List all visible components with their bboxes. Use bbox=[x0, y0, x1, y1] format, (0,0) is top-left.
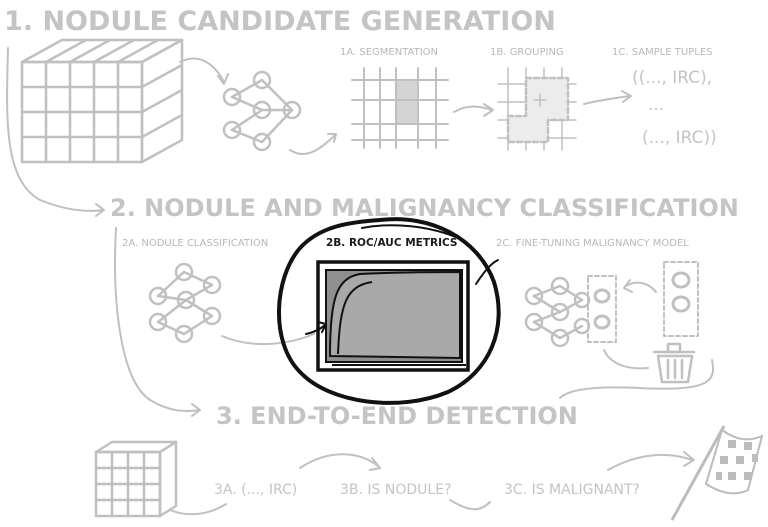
arrow-seg-to-group bbox=[453, 103, 494, 117]
neural-network-icon bbox=[148, 262, 222, 344]
focus-circle bbox=[277, 217, 501, 405]
neural-network-icon bbox=[524, 276, 591, 348]
focus-circle-inner-arc bbox=[361, 224, 459, 239]
ct-volume-cube-icon bbox=[94, 440, 178, 518]
step-3a-label: 3A. (..., IRC) bbox=[214, 482, 297, 498]
model-head-icon bbox=[587, 261, 699, 343]
arrow-3a-to-3b bbox=[299, 453, 381, 471]
arrow-3c-to-flag bbox=[607, 451, 695, 471]
arrow-3b-to-3c bbox=[449, 499, 491, 511]
step-1a-label: 1A. SEGMENTATION bbox=[340, 47, 438, 58]
step-2a-label: 2A. NODULE CLASSIFICATION bbox=[122, 238, 268, 249]
arrow-chart-to-2c bbox=[475, 259, 499, 285]
arrow-into-chart bbox=[305, 321, 327, 335]
checkered-flag-icon bbox=[670, 425, 764, 521]
trash-can-icon bbox=[652, 342, 696, 384]
arrow-network-to-segmentation bbox=[289, 133, 337, 155]
grouping-grid-icon bbox=[497, 67, 577, 151]
step-3c-label: 3C. IS MALIGNANT? bbox=[504, 482, 640, 498]
step-1c-label: 1C. SAMPLE TUPLES bbox=[612, 47, 713, 58]
arrow-group-to-tuples bbox=[583, 90, 632, 105]
step-3b-label: 3B. IS NODULE? bbox=[340, 482, 451, 498]
segmentation-grid-icon bbox=[351, 67, 449, 149]
arrow-2a-to-2b bbox=[221, 333, 315, 345]
step-2b-label: 2B. ROC/AUC METRICS bbox=[326, 237, 457, 249]
tuple-first: ((..., IRC), bbox=[632, 68, 712, 88]
roc-chart-icon bbox=[316, 260, 470, 372]
arrow-s2-to-s3 bbox=[114, 227, 201, 417]
tuple-dots: ... bbox=[648, 95, 664, 115]
section-3-title: 3. END-TO-END DETECTION bbox=[216, 402, 578, 430]
section-1-title: 1. NODULE CANDIDATE GENERATION bbox=[4, 6, 556, 37]
arrow-2c-to-3 bbox=[559, 359, 715, 399]
arrow-head-swap bbox=[623, 279, 657, 293]
tuple-last: (..., IRC)) bbox=[642, 128, 717, 148]
arrow-to-trash bbox=[603, 349, 649, 370]
arrow-cube-to-network bbox=[179, 57, 229, 85]
arrow-3-cube bbox=[169, 503, 227, 516]
ct-volume-cube-icon bbox=[20, 38, 184, 164]
step-1b-label: 1B. GROUPING bbox=[490, 47, 564, 58]
step-2c-label: 2C. FINE-TUNING MALIGNANCY MODEL bbox=[496, 238, 689, 249]
section-2-title: 2. NODULE AND MALIGNANCY CLASSIFICATION bbox=[110, 194, 739, 222]
arrow-s1-to-s2 bbox=[6, 47, 105, 217]
neural-network-icon bbox=[222, 70, 302, 152]
